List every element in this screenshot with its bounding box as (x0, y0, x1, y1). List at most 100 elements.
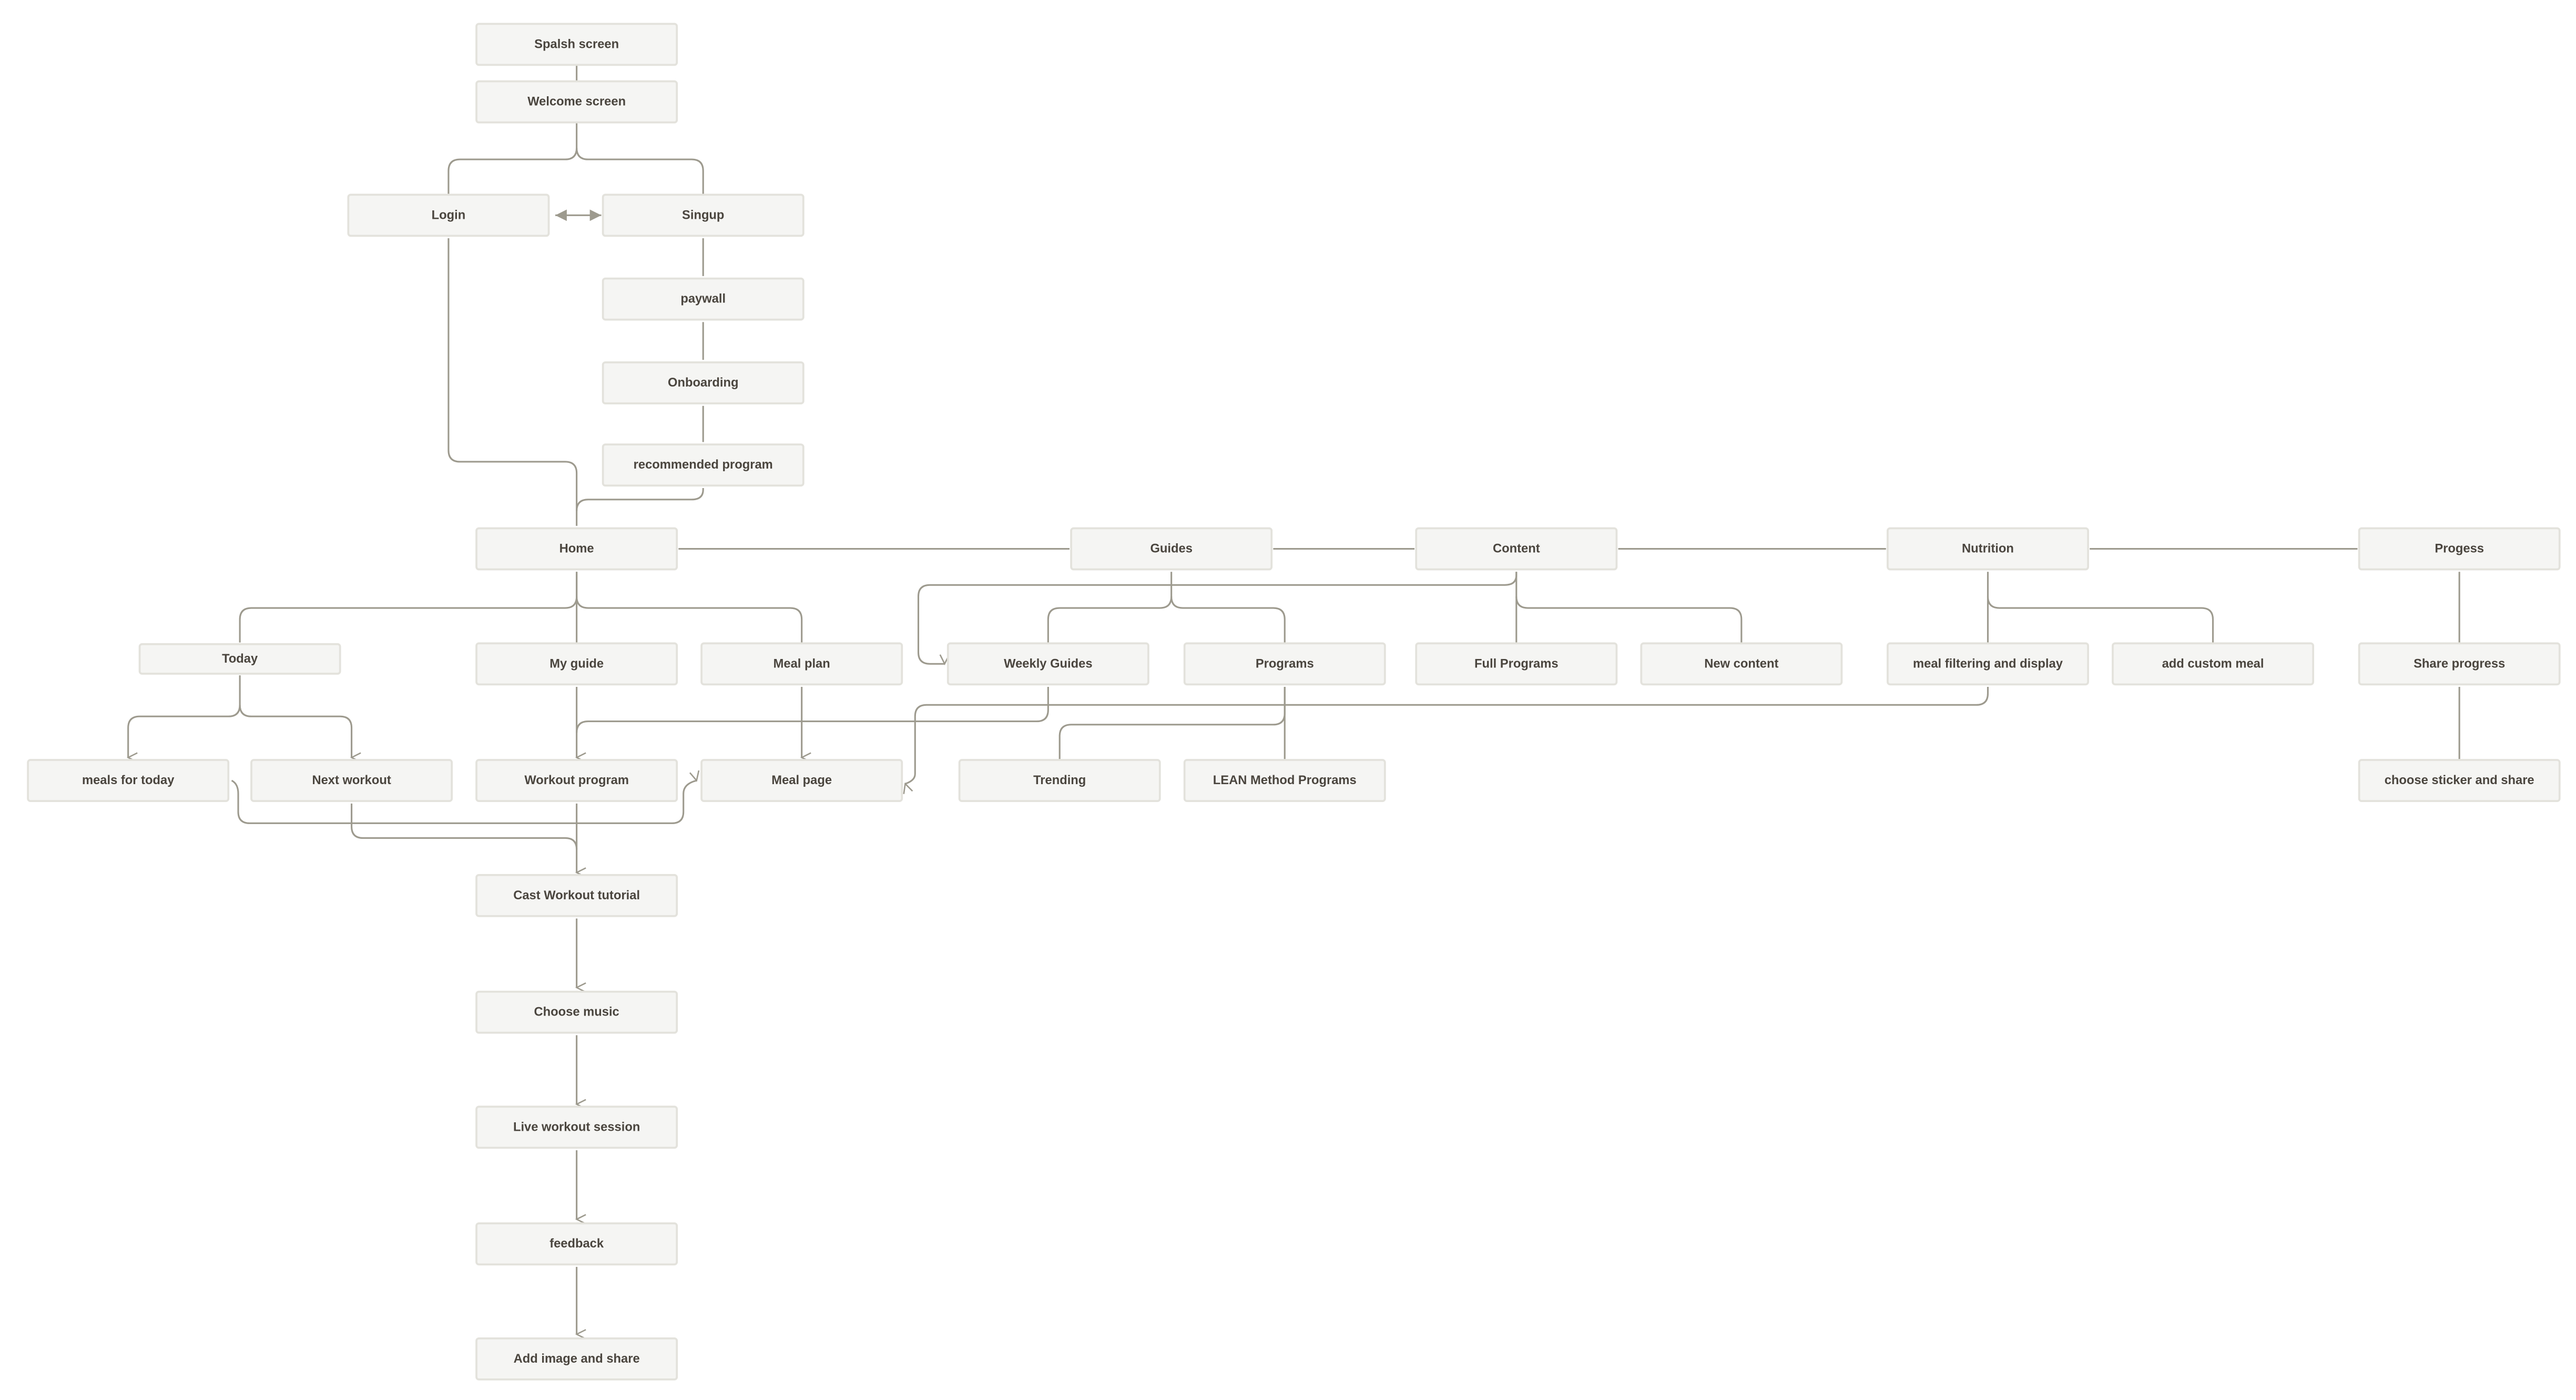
node-box (475, 1337, 678, 1381)
node-box (602, 443, 805, 487)
connector-line (576, 687, 1049, 733)
node-label: Share progress (2414, 657, 2505, 671)
node-label: recommended program (634, 458, 773, 472)
connector-line (239, 705, 351, 757)
node-label: Content (1493, 542, 1540, 556)
node-box (475, 1105, 678, 1149)
node-box (2358, 527, 2561, 571)
node-mealpage[interactable]: Meal page (700, 759, 903, 803)
node-trending[interactable]: Trending (958, 759, 1161, 803)
node-login[interactable]: Login (347, 194, 550, 237)
node-live[interactable]: Live workout session (475, 1105, 678, 1149)
connector-line (1170, 596, 1286, 643)
node-box (1640, 642, 1843, 686)
connector-line (351, 803, 578, 850)
node-box (1183, 759, 1386, 803)
node-cast[interactable]: Cast Workout tutorial (475, 874, 678, 917)
node-box (602, 194, 805, 237)
node-sticker[interactable]: choose sticker and share (2358, 759, 2561, 803)
node-label: add custom meal (2162, 657, 2264, 671)
node-today[interactable]: Today (138, 643, 341, 675)
node-box (138, 643, 341, 675)
node-home[interactable]: Home (475, 527, 678, 571)
node-label: feedback (549, 1237, 604, 1251)
node-box (475, 23, 678, 66)
node-box (475, 990, 678, 1034)
node-label: Cast Workout tutorial (513, 889, 640, 902)
node-fullprograms[interactable]: Full Programs (1415, 642, 1618, 686)
node-newcontent[interactable]: New content (1640, 642, 1843, 686)
node-box (700, 642, 903, 686)
node-label: Nutrition (1962, 542, 2014, 556)
connector-line (231, 780, 697, 824)
node-myguide[interactable]: My guide (475, 642, 678, 686)
connectors (128, 65, 2460, 1334)
node-label: meals for today (82, 774, 175, 787)
node-lean[interactable]: LEAN Method Programs (1183, 759, 1386, 803)
node-box (1183, 642, 1386, 686)
connector-line (576, 488, 704, 511)
node-addcustom[interactable]: add custom meal (2112, 642, 2314, 686)
node-label: Progess (2435, 542, 2484, 556)
node-box (347, 194, 550, 237)
node-label: Live workout session (513, 1120, 640, 1134)
node-feedback[interactable]: feedback (475, 1222, 678, 1266)
node-label: New content (1704, 657, 1778, 671)
node-label: Meal page (771, 774, 832, 787)
node-mealstoday[interactable]: meals for today (27, 759, 230, 803)
connector-line (239, 572, 578, 643)
node-box (1415, 527, 1618, 571)
node-box (1887, 642, 2089, 686)
node-content[interactable]: Content (1415, 527, 1618, 571)
node-label: Spalsh screen (534, 37, 619, 51)
node-music[interactable]: Choose music (475, 990, 678, 1034)
node-label: Onboarding (668, 376, 738, 390)
node-addimage[interactable]: Add image and share (475, 1337, 678, 1381)
node-mealplan[interactable]: Meal plan (700, 642, 903, 686)
node-shareprogress[interactable]: Share progress (2358, 642, 2561, 686)
node-weekly[interactable]: Weekly Guides (946, 642, 1149, 686)
node-label: meal filtering and display (1913, 657, 2063, 671)
node-label: Workout program (524, 774, 629, 787)
node-label: Full Programs (1474, 657, 1559, 671)
node-box (475, 527, 678, 571)
node-label: Programs (1256, 657, 1314, 671)
node-box (1070, 527, 1273, 571)
connector-line (447, 123, 578, 194)
node-welcome[interactable]: Welcome screen (475, 80, 678, 124)
node-label: Weekly Guides (1004, 657, 1092, 671)
connector-line (128, 675, 241, 757)
connector-line (1058, 687, 1286, 759)
node-box (475, 759, 678, 803)
node-label: My guide (549, 657, 604, 671)
node-progress[interactable]: Progess (2358, 527, 2561, 571)
node-paywall[interactable]: paywall (602, 277, 805, 321)
node-label: LEAN Method Programs (1213, 774, 1357, 787)
node-onboarding[interactable]: Onboarding (602, 361, 805, 404)
node-nextworkout[interactable]: Next workout (250, 759, 453, 803)
node-label: Welcome screen (527, 95, 626, 109)
node-box (2112, 642, 2314, 686)
connector-line (917, 572, 1518, 664)
node-workoutprogram[interactable]: Workout program (475, 759, 678, 803)
node-label: Add image and share (514, 1352, 640, 1366)
node-mealfilter[interactable]: meal filtering and display (1887, 642, 2089, 686)
node-guides[interactable]: Guides (1070, 527, 1273, 571)
node-recommended[interactable]: recommended program (602, 443, 805, 487)
connector-line (1987, 596, 2214, 643)
node-box (475, 874, 678, 917)
node-box (27, 759, 230, 803)
node-label: Guides (1150, 542, 1192, 556)
node-box (1415, 642, 1618, 686)
node-label: Meal plan (773, 657, 830, 671)
node-programs[interactable]: Programs (1183, 642, 1386, 686)
node-splash[interactable]: Spalsh screen (475, 23, 678, 66)
node-signup[interactable]: Singup (602, 194, 805, 237)
node-label: Choose music (534, 1006, 619, 1019)
node-box (602, 277, 805, 321)
node-nutrition[interactable]: Nutrition (1887, 527, 2089, 571)
node-box (1887, 527, 2089, 571)
node-label: Next workout (312, 774, 391, 787)
